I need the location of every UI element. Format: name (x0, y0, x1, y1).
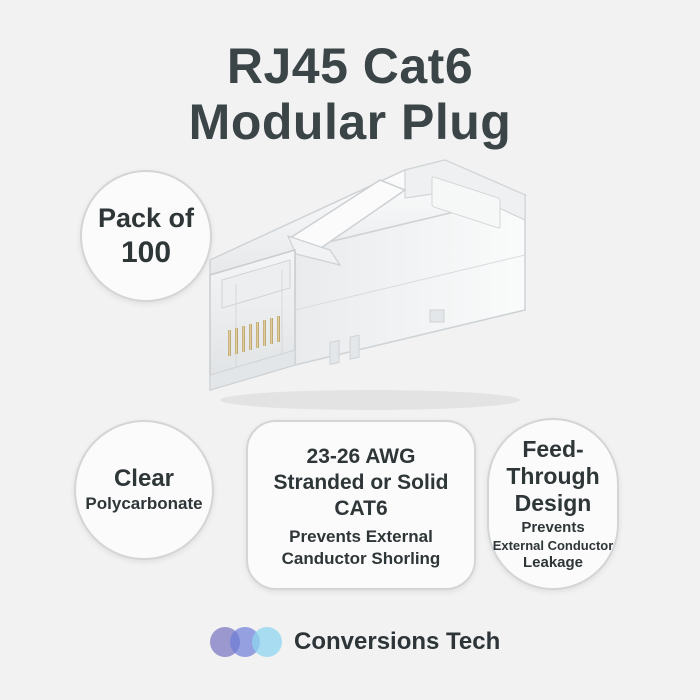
material-badge: Clear Polycarbonate (74, 420, 214, 560)
title-line-2: Modular Plug (188, 94, 512, 150)
material-badge-line-1: Clear (113, 465, 175, 492)
brand-logo-icon (210, 625, 288, 659)
awg-badge-line-3: CAT6 (334, 497, 388, 520)
pack-badge: Pack of 100 (80, 170, 212, 302)
title-line-1: RJ45 Cat6 (226, 38, 474, 94)
pack-badge-line-2: 100 (120, 236, 172, 269)
awg-badge: 23-26 AWG Stranded or Solid CAT6 Prevent… (246, 420, 476, 590)
material-badge-line-2: Polycarbonate (85, 494, 203, 513)
design-badge: Feed- Through Design Prevents External C… (487, 418, 619, 590)
awg-badge-line-5: Canductor Shorling (281, 549, 441, 568)
brand-name: Conversions Tech (294, 628, 501, 655)
design-badge-line-3: Design (514, 490, 592, 516)
awg-badge-line-2: Stranded or Solid (273, 471, 449, 494)
rj45-plug-icon (209, 159, 528, 410)
pack-badge-line-1: Pack of (97, 203, 195, 233)
design-badge-line-5: External Conductor (492, 538, 614, 553)
awg-badge-line-4: Prevents External (289, 527, 433, 546)
page-title: RJ45 Cat6 Modular Plug (0, 38, 700, 150)
design-badge-line-1: Feed- (522, 436, 584, 462)
brand: Conversions Tech (210, 624, 500, 660)
design-badge-line-2: Through (506, 463, 600, 489)
design-badge-line-4: Prevents (521, 519, 585, 536)
awg-badge-line-1: 23-26 AWG (306, 445, 416, 468)
design-badge-line-6: Leakage (522, 554, 584, 571)
